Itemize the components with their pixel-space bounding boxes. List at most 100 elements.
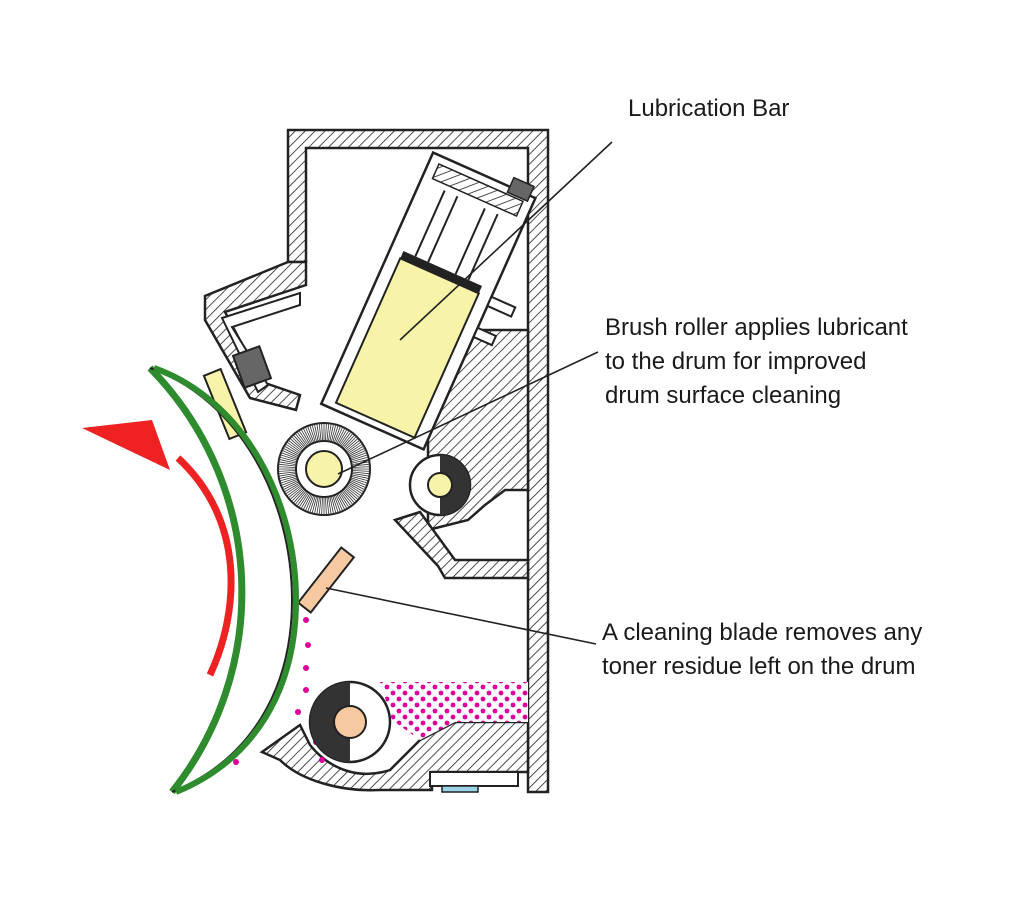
brush-bristle [278, 461, 296, 465]
cleaning-blade [296, 546, 356, 614]
brush-bristle [280, 479, 298, 486]
brush-bristle [351, 456, 369, 462]
brush-bristle [318, 423, 322, 441]
toner-residue [380, 682, 528, 740]
brush-bristle [291, 436, 304, 449]
rotation-arrow [82, 420, 235, 677]
brush-bristle [348, 484, 363, 495]
brush-bristle [352, 470, 370, 472]
brush-bristle [351, 477, 368, 484]
cleaning-blade-label: A cleaning blade removes any toner resid… [602, 616, 922, 684]
brush-bristle [350, 449, 367, 458]
brush-bristle [314, 497, 319, 515]
brush-bristle [340, 431, 352, 446]
brush-bristle [345, 437, 359, 450]
brush-bristle [338, 428, 348, 445]
brush-bristle [326, 423, 330, 441]
brush-bristle [281, 480, 298, 489]
brush-bristle [332, 425, 339, 442]
brush-bristle [344, 436, 357, 449]
leader-brush-roller [337, 351, 599, 475]
brush-bristle [346, 439, 361, 452]
brush-bristle [348, 483, 365, 493]
brush-bristle [287, 439, 302, 452]
lubrication-bar [334, 257, 481, 439]
brush-bristle [349, 481, 366, 491]
brush-bristle [346, 486, 361, 499]
brush-bristle [352, 466, 370, 468]
brush-bristle [316, 423, 320, 441]
brush-bristle [278, 474, 296, 479]
brush-bristle [279, 456, 297, 462]
brush-bristle [292, 434, 305, 448]
brush-bristle [345, 488, 359, 501]
brush-bristle [294, 491, 307, 506]
brush-bristle [329, 423, 334, 441]
brush-bristle [278, 459, 296, 464]
lower-roller [308, 680, 392, 764]
brush-bristle [326, 497, 330, 515]
brush-bristle [339, 430, 350, 445]
brush-bristle [309, 496, 316, 513]
brush-bristle [291, 489, 304, 502]
brush-bristle [280, 452, 298, 459]
brush-bristle [339, 493, 350, 508]
brush-bristle [278, 463, 296, 467]
brush-bristle [338, 493, 348, 510]
brush-bristle [344, 489, 357, 502]
brush-bristle [300, 493, 310, 510]
brush-bristle [325, 423, 327, 441]
brush-bristle [329, 497, 334, 515]
brush-bristle [349, 447, 366, 457]
brush-bristle [304, 495, 313, 512]
brush-bristle [350, 479, 368, 486]
brush-bristle [298, 493, 309, 508]
brush-bristle [285, 484, 300, 495]
brush-bristle [302, 494, 312, 511]
brush-bristle [304, 426, 313, 443]
brush-bristle [280, 477, 297, 484]
brush-bristle [341, 432, 354, 447]
brush-roller [277, 422, 371, 516]
brush-bristle [350, 452, 368, 459]
brush-bristle [348, 443, 363, 454]
brush-roller-label-line: drum surface cleaning [605, 382, 842, 409]
brush-bristle [296, 431, 308, 446]
cleaning-blade-label-line: toner residue left on the drum [602, 653, 916, 680]
brush-bristle [278, 466, 296, 468]
brush-bristle [343, 434, 356, 448]
brush-bristle [287, 486, 302, 499]
brush-bristle [311, 424, 317, 442]
lubrication-bar-label: Lubrication Bar [628, 95, 790, 122]
brush-bristle [352, 471, 370, 475]
brush-bristle [296, 492, 308, 507]
brush-bristle [352, 474, 370, 479]
brush-bristle [325, 497, 327, 515]
brush-roller-label-line: Brush roller applies lubricant [605, 314, 908, 341]
brush-bristle [351, 476, 369, 482]
brush-bristle [311, 496, 317, 514]
brush-bristle [343, 490, 356, 504]
brush-bristle [336, 427, 346, 444]
brush-bristle [331, 424, 337, 442]
brush-bristle [282, 481, 299, 491]
drum [147, 365, 246, 795]
brush-bristle [294, 432, 307, 447]
brush-bristle [340, 492, 352, 507]
upper-pad [231, 344, 273, 390]
brush-bristle [281, 449, 298, 458]
brush-bristle [351, 454, 368, 461]
brush-bristle [334, 425, 341, 443]
brush-bristle [279, 476, 297, 482]
brush-roller-label-line: to the drum for improved [605, 348, 867, 375]
brush-bristle [285, 443, 300, 454]
brush-bristle [332, 496, 339, 513]
brush-bristle [347, 485, 362, 497]
brush-bristle [316, 497, 320, 515]
brush-bristle [334, 495, 341, 513]
brush-bristle [328, 497, 332, 515]
brush-bristle [278, 470, 296, 472]
brush-roller-label: Brush roller applies lubricant to the dr… [605, 311, 908, 413]
brush-bristle [286, 441, 301, 453]
brush-bristle [321, 497, 323, 515]
